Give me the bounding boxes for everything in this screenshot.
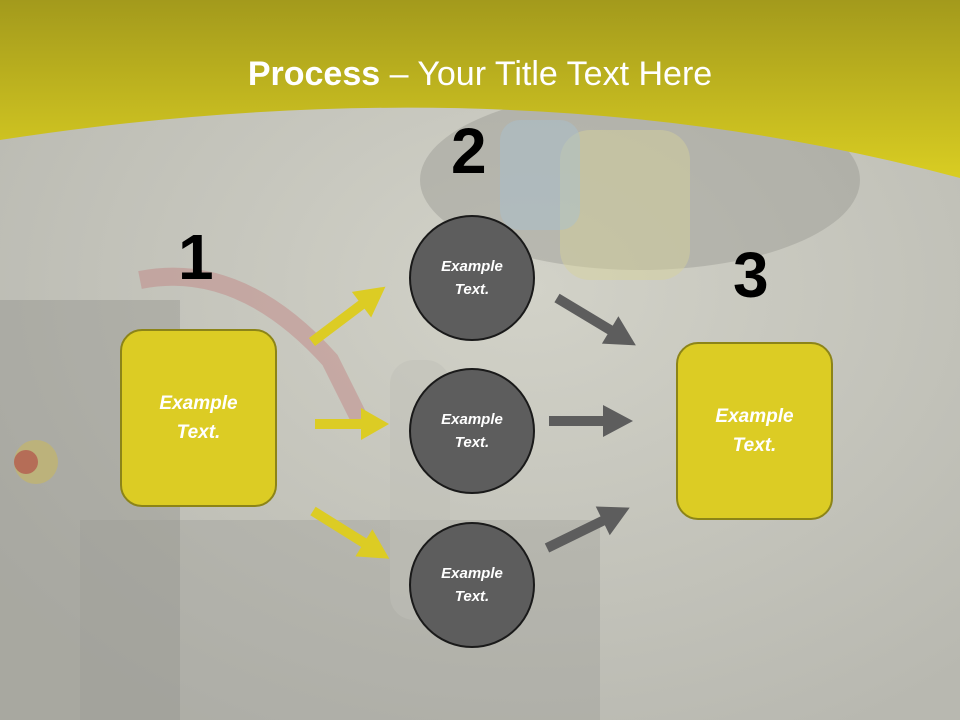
arrow-yellow-right-icon	[315, 408, 389, 440]
step-number-1: 1	[178, 221, 214, 293]
circle-middle-text: Example Text.	[441, 411, 503, 451]
step-3-text: Example Text.	[715, 406, 794, 456]
step-number-3: 3	[733, 239, 769, 311]
arrow-gray-down-icon	[554, 293, 636, 346]
arrow-yellow-up-icon	[308, 286, 386, 346]
title-bold: Process	[247, 55, 381, 93]
arrow-yellow-down-icon	[310, 506, 390, 559]
circle-top-text: Example Text.	[441, 258, 503, 298]
step-1-box: Example Text.	[120, 329, 277, 507]
arrow-gray-right-icon	[549, 405, 633, 437]
step-number-2: 2	[451, 115, 487, 187]
circle-bottom-text: Example Text.	[441, 565, 503, 605]
circle-top: Example Text.	[409, 215, 535, 341]
arrow-gray-up-icon	[544, 506, 630, 553]
step-1-text: Example Text.	[159, 393, 238, 443]
circle-middle: Example Text.	[409, 368, 535, 494]
step-3-box: Example Text.	[676, 342, 833, 520]
title-rest: – Your Title Text Here	[380, 55, 713, 93]
page-title: Process – Your Title Text Here	[0, 52, 960, 96]
circle-bottom: Example Text.	[409, 522, 535, 648]
